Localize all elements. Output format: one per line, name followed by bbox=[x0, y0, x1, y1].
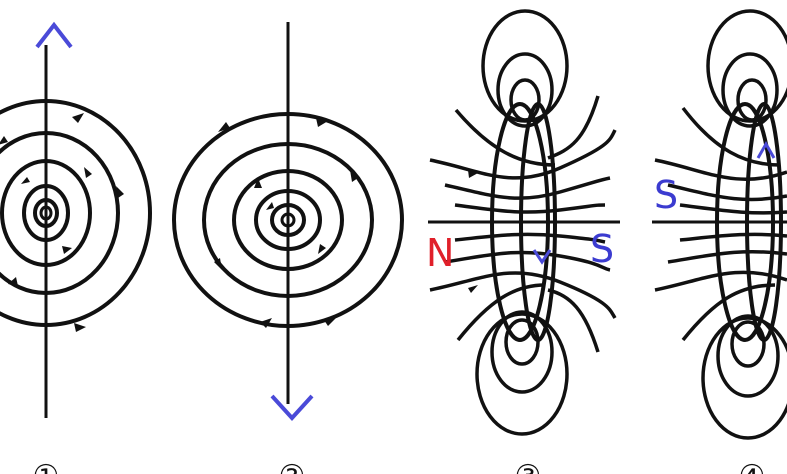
field-rings-1 bbox=[0, 99, 152, 327]
panel-number-4: ④ bbox=[739, 459, 766, 474]
field-arrows-3 bbox=[468, 170, 478, 293]
field-rings-2 bbox=[172, 112, 404, 328]
panel-number-2: ② bbox=[279, 459, 306, 474]
field-arrows-2 bbox=[214, 118, 358, 328]
panel-2-straight-wire-down: ② bbox=[172, 22, 404, 474]
current-arrow-up-1 bbox=[35, 21, 73, 49]
panel-3-current-loop: N S ③ bbox=[426, 9, 620, 474]
panel-number-3: ③ bbox=[515, 459, 542, 474]
current-arrow-down-3 bbox=[532, 249, 552, 265]
pole-s-3: S bbox=[590, 227, 614, 271]
top-loops-4 bbox=[706, 9, 787, 128]
pole-s-4: S bbox=[654, 173, 678, 217]
ring-4 bbox=[715, 102, 783, 342]
panel-1-straight-wire-up: ① bbox=[0, 21, 152, 474]
ring-3 bbox=[490, 102, 557, 342]
bottom-loops-3 bbox=[475, 310, 569, 436]
panel-number-1: ① bbox=[33, 459, 60, 474]
bottom-loops-4 bbox=[701, 314, 787, 440]
top-loops-3 bbox=[481, 9, 569, 128]
pole-n-3: N bbox=[426, 231, 454, 275]
current-arrow-up-4 bbox=[756, 140, 776, 159]
current-arrow-down-2 bbox=[270, 394, 314, 421]
field-arrows-1 bbox=[0, 113, 124, 332]
panel-4-current-loop: S ④ bbox=[652, 9, 787, 474]
